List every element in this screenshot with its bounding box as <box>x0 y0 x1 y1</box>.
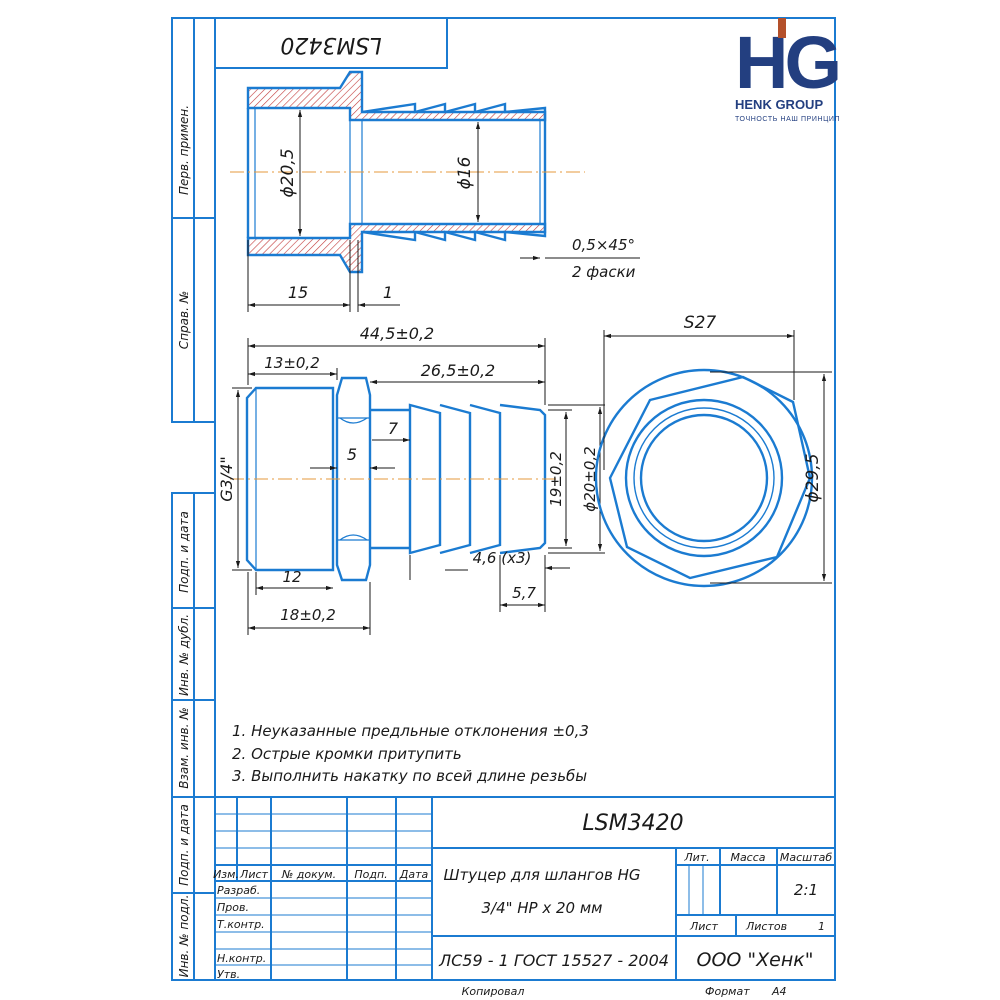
barb-1 <box>408 403 442 555</box>
tb-massa: Масса <box>730 851 765 864</box>
sheet-frame <box>171 17 836 981</box>
dim-chamfer-note: 2 фаски <box>572 263 636 281</box>
dim-len-26-5: 26,5±0,2 <box>421 361 495 380</box>
tb-name-line2: 3/4" НР х 20 мм <box>481 899 602 917</box>
logo-tagline: ТОЧНОСТЬ НАШ ПРИНЦИП <box>735 116 840 123</box>
top-code: LSM3420 <box>280 32 381 57</box>
tb-format-label: Формат <box>705 985 750 998</box>
side-dims <box>232 338 605 635</box>
note-2: 2. Острые кромки притупить <box>232 745 462 763</box>
tb-listov-label: Листов <box>745 920 787 933</box>
side-stamp: Перв. примен. Справ. № Подп. и дата Инв.… <box>177 105 191 977</box>
tb-masshtab: Масштаб <box>780 851 832 864</box>
tb-material: ЛС59 - 1 ГОСТ 15527 - 2004 <box>438 951 669 970</box>
tb-small-labels: Изм. Лист № докум. Подп. Дата Разраб. Пр… <box>213 851 832 981</box>
logo-name: HENK GROUP <box>735 97 823 112</box>
tb-tkontr: Т.контр. <box>217 918 265 931</box>
dim-dia-29-5: ϕ29,5 <box>803 453 823 502</box>
tb-kopiroval: Копировал <box>462 985 525 998</box>
note-3: 3. Выполнить накатку по всей длине резьб… <box>232 767 587 785</box>
dim-len-12: 12 <box>282 568 301 586</box>
tb-list-label: Лист <box>689 920 718 933</box>
note-1: 1. Неуказанные предльные отклонения ±0,3 <box>232 722 589 740</box>
tb-col-docum: № докум. <box>281 868 336 881</box>
technical-notes: 1. Неуказанные предльные отклонения ±0,3… <box>232 722 589 785</box>
dim-hex-s27: S27 <box>684 313 717 333</box>
dim-chamfer: 0,5×45° <box>572 236 635 254</box>
end-dims <box>603 330 832 584</box>
section-wall-top <box>246 70 547 122</box>
section-dims <box>247 110 640 312</box>
barb-profile-bottom <box>361 224 547 242</box>
hex-collar <box>335 376 372 582</box>
tb-nkontr: Н.контр. <box>217 952 266 965</box>
stamp-inv-dubl: Инв. № дубл. <box>177 614 191 696</box>
section-wall-bottom <box>246 222 547 274</box>
tb-col-data: Дата <box>399 868 429 881</box>
end-view <box>594 368 814 588</box>
tb-utv: Утв. <box>217 968 240 981</box>
tb-prov: Пров. <box>217 901 249 914</box>
stamp-perv-primen: Перв. примен. <box>177 105 191 195</box>
dim-len-4-6: 4,6 (x3) <box>473 549 532 567</box>
stamp-podp-data-1: Подп. и дата <box>177 511 191 593</box>
dim-len-1: 1 <box>383 283 393 302</box>
stamp-podp-data-2: Подп. и дата <box>177 804 191 886</box>
tb-razrab: Разраб. <box>217 884 260 897</box>
tb-col-izm: Изм. <box>213 868 239 881</box>
dim-dia-20: ϕ20±0,2 <box>581 446 599 511</box>
tb-col-list: Лист <box>239 868 268 881</box>
barb-profile-top <box>361 102 547 120</box>
hex-outline <box>608 375 812 580</box>
dim-thread: G3/4" <box>217 456 236 502</box>
dim-len-5: 5 <box>347 445 357 464</box>
tb-col-podp: Подп. <box>354 868 387 881</box>
tb-scale: 2:1 <box>794 881 818 899</box>
tb-company: ООО "Хенк" <box>697 949 814 971</box>
logo-mark: HG <box>735 21 838 104</box>
dim-len-15: 15 <box>288 283 308 302</box>
tb-format-value: A4 <box>771 985 787 998</box>
tb-listov-value: 1 <box>818 920 825 933</box>
title-block <box>215 796 835 980</box>
dim-len-13: 13±0,2 <box>264 354 320 372</box>
stamp-vzam-inv: Взам. инв. № <box>177 707 191 788</box>
dim-dia-outer: ϕ20,5 <box>278 148 298 197</box>
dim-overall: 44,5±0,2 <box>360 324 434 343</box>
company-logo: HG HENK GROUP ТОЧНОСТЬ НАШ ПРИНЦИП <box>735 18 842 123</box>
tb-lit: Лит. <box>683 851 709 864</box>
stamp-inv-podl: Инв. № подл. <box>177 895 191 978</box>
dim-len-7: 7 <box>388 419 399 438</box>
logo-accent-bar <box>778 18 786 38</box>
tb-designation: LSM3420 <box>582 811 683 836</box>
dim-dia-inner: ϕ16 <box>455 156 475 189</box>
dim-len-5-7: 5,7 <box>512 584 536 602</box>
stamp-sprav-no: Справ. № <box>177 291 191 349</box>
dim-len-18: 18±0,2 <box>280 606 336 624</box>
dim-dia-19: 19±0,2 <box>547 451 565 507</box>
tb-name-line1: Штуцер для шлангов HG <box>443 866 640 884</box>
